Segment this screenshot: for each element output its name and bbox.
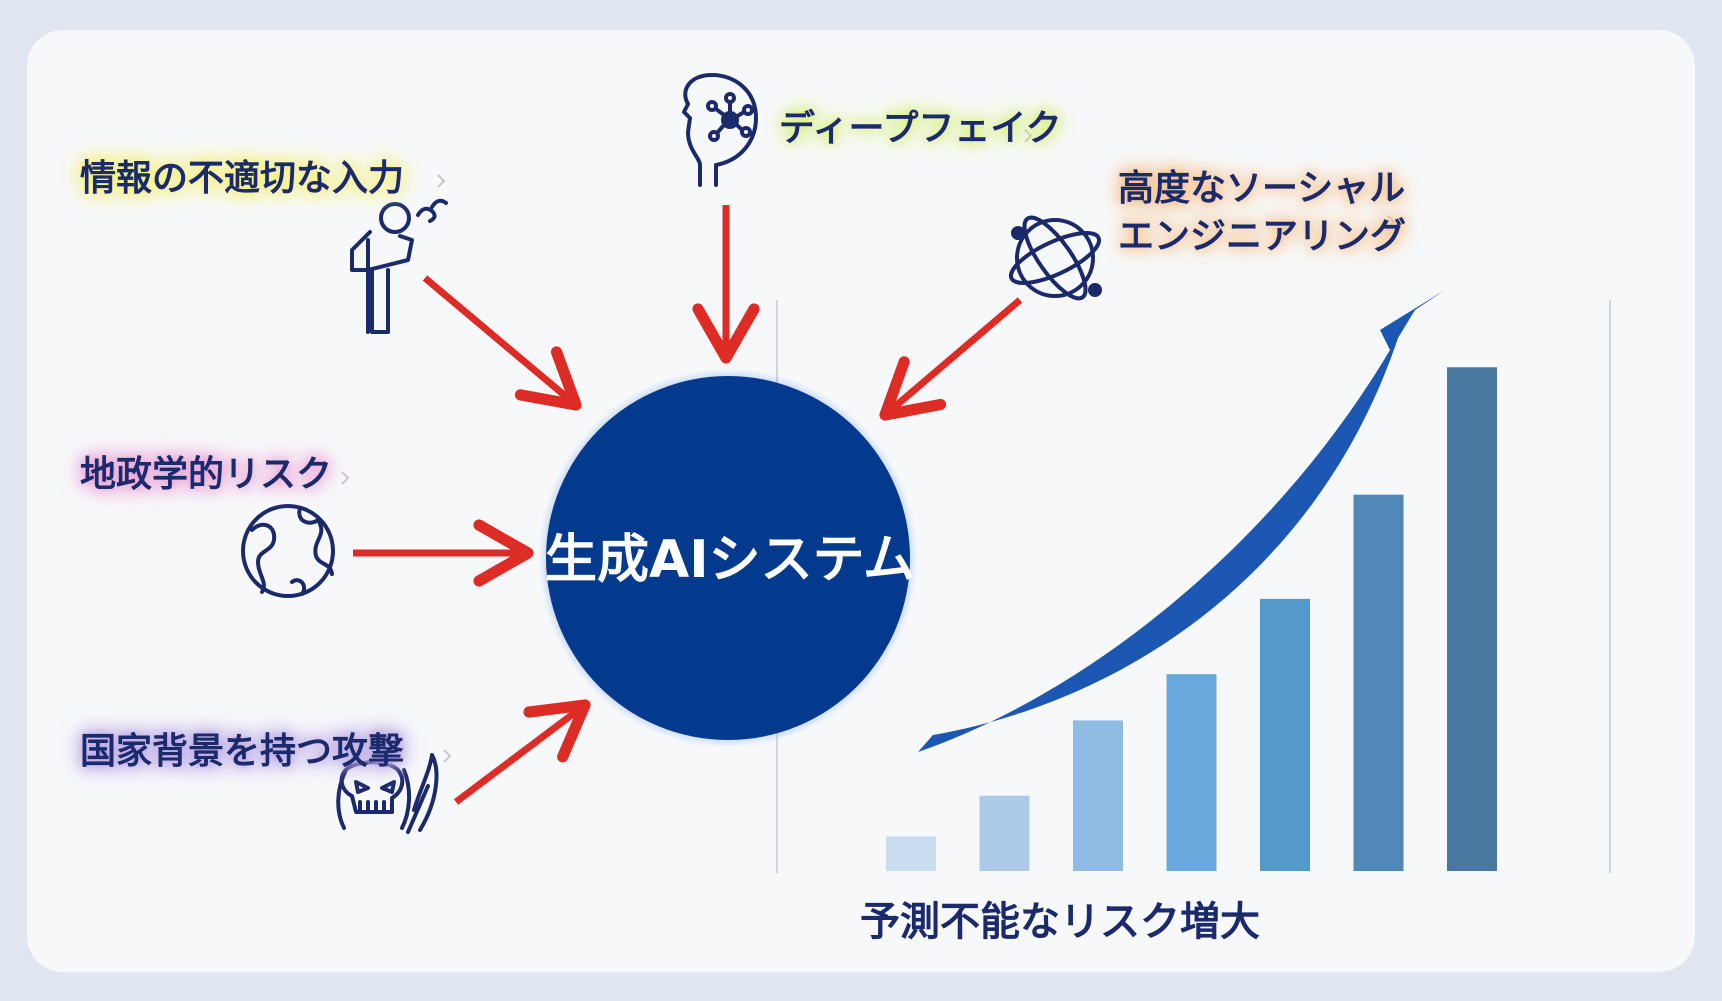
person-thinking-icon bbox=[350, 198, 448, 334]
skull-reaper-icon bbox=[336, 753, 439, 834]
label-deepfake: ディープフェイク bbox=[779, 108, 1062, 149]
arrow-input bbox=[422, 275, 582, 411]
central-label: 生成AIシステム bbox=[545, 530, 916, 590]
label-geopolitical: 地政学的リスク bbox=[80, 454, 333, 495]
chart-bar-2 bbox=[979, 795, 1030, 871]
chart-caption: 予測不能なリスク増大 bbox=[860, 899, 1260, 945]
label-social-line2: エンジニアリング bbox=[1118, 216, 1407, 257]
chart-bar-1 bbox=[886, 836, 936, 871]
brain-network-icon bbox=[682, 73, 758, 187]
chart-bar-4 bbox=[1166, 674, 1217, 871]
chart-bar-6 bbox=[1353, 494, 1404, 871]
label-social-line1: 高度なソーシャル bbox=[1118, 168, 1406, 209]
chart-bar-3 bbox=[1073, 720, 1123, 871]
globe-icon bbox=[241, 504, 335, 598]
label-improper-input: 情報の不適切な入力 bbox=[80, 158, 405, 199]
chart-bars bbox=[886, 367, 1497, 871]
central-circle bbox=[546, 376, 910, 740]
arrow-state bbox=[453, 699, 591, 805]
arrow-social bbox=[879, 297, 1023, 421]
chart-bar-5 bbox=[1260, 598, 1310, 871]
trend-arrow bbox=[918, 290, 1445, 752]
chart-bar-7 bbox=[1447, 367, 1497, 871]
label-chevrons bbox=[341, 129, 1396, 763]
label-state-attack: 国家背景を持つ攻撃 bbox=[80, 731, 405, 772]
orbit-globe-icon bbox=[1008, 215, 1102, 301]
